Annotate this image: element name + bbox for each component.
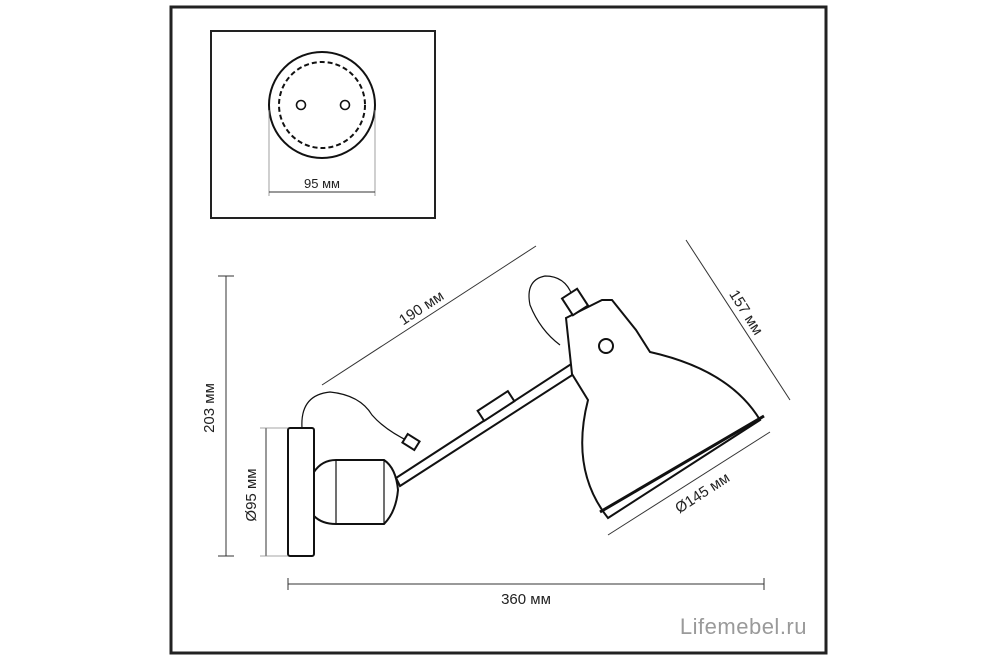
- lamp-shade: [564, 299, 762, 520]
- wall-plate-side: [287, 427, 315, 557]
- dim-plate-width: 95 мм: [304, 176, 340, 191]
- dim-line-shade-diameter: [607, 431, 771, 536]
- dim-total-length: 360 мм: [287, 578, 765, 608]
- shade-cap: [560, 287, 590, 317]
- dim-total-height: 203 мм: [201, 275, 234, 557]
- mount-hole-right: [339, 99, 351, 111]
- dim-line-shade: [685, 239, 791, 401]
- shade-rim: [599, 414, 765, 514]
- arm-joint: [476, 389, 516, 423]
- dim-shade-height-label: 157 мм: [725, 287, 766, 338]
- dim-base-diameter: Ø95 мм: [243, 427, 288, 557]
- inset-frame: [210, 30, 436, 219]
- plate-inset: 95 мм: [210, 30, 436, 219]
- mount-hole-left: [295, 99, 307, 111]
- watermark-text: Lifemebel.ru: [679, 614, 807, 639]
- dim-arm: 190 мм: [321, 245, 537, 386]
- socket-base: [313, 459, 400, 525]
- dim-base-diameter-label: Ø95 мм: [243, 468, 260, 521]
- dim-total-length-label: 360 мм: [501, 591, 551, 608]
- dim-line-arm: [321, 245, 537, 386]
- dim-shade-diameter-label: Ø145 мм: [672, 469, 733, 517]
- power-cable: [301, 391, 411, 443]
- dim-total-height-label: 203 мм: [201, 383, 218, 433]
- lamp-side-view: [287, 275, 765, 557]
- plate-dashed-circle: [278, 61, 366, 149]
- cable-clip: [401, 432, 421, 452]
- outer-frame: [169, 5, 828, 655]
- shade-cable: [528, 275, 573, 346]
- plate-outer-circle: [268, 51, 376, 159]
- pivot-knob: [598, 338, 614, 354]
